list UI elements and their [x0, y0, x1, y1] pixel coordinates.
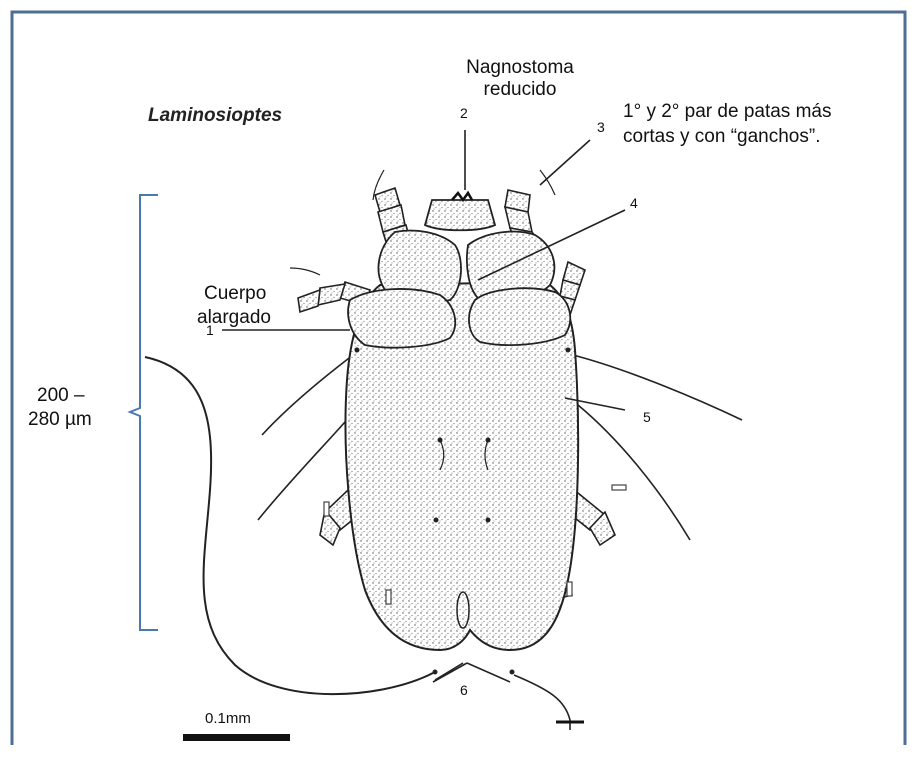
size-label-2: 280 µm — [28, 409, 92, 431]
body-label-1: Cuerpo — [204, 283, 266, 305]
legs-label-2: cortas y con “ganchos”. — [623, 126, 820, 148]
size-label-1: 200 – — [37, 385, 85, 407]
mouthparts — [452, 193, 472, 200]
callout-5: 5 — [643, 409, 651, 425]
size-bracket — [130, 195, 158, 630]
scale-bar-label: 0.1mm — [205, 710, 251, 727]
callout-6: 6 — [460, 682, 468, 698]
figure-title: Laminosioptes — [148, 105, 282, 127]
legs-label-1: 1° y 2° par de patas más — [623, 101, 831, 123]
callout-4: 4 — [630, 195, 638, 211]
callout-1: 1 — [206, 322, 214, 338]
gnathosoma-label-2: reducido — [460, 79, 580, 101]
callout-3: 3 — [597, 119, 605, 135]
scale-bar — [183, 734, 290, 741]
gnathosoma-label-1: Nagnostoma — [460, 57, 580, 79]
gnathosoma — [425, 200, 495, 230]
callout-2: 2 — [460, 105, 468, 121]
